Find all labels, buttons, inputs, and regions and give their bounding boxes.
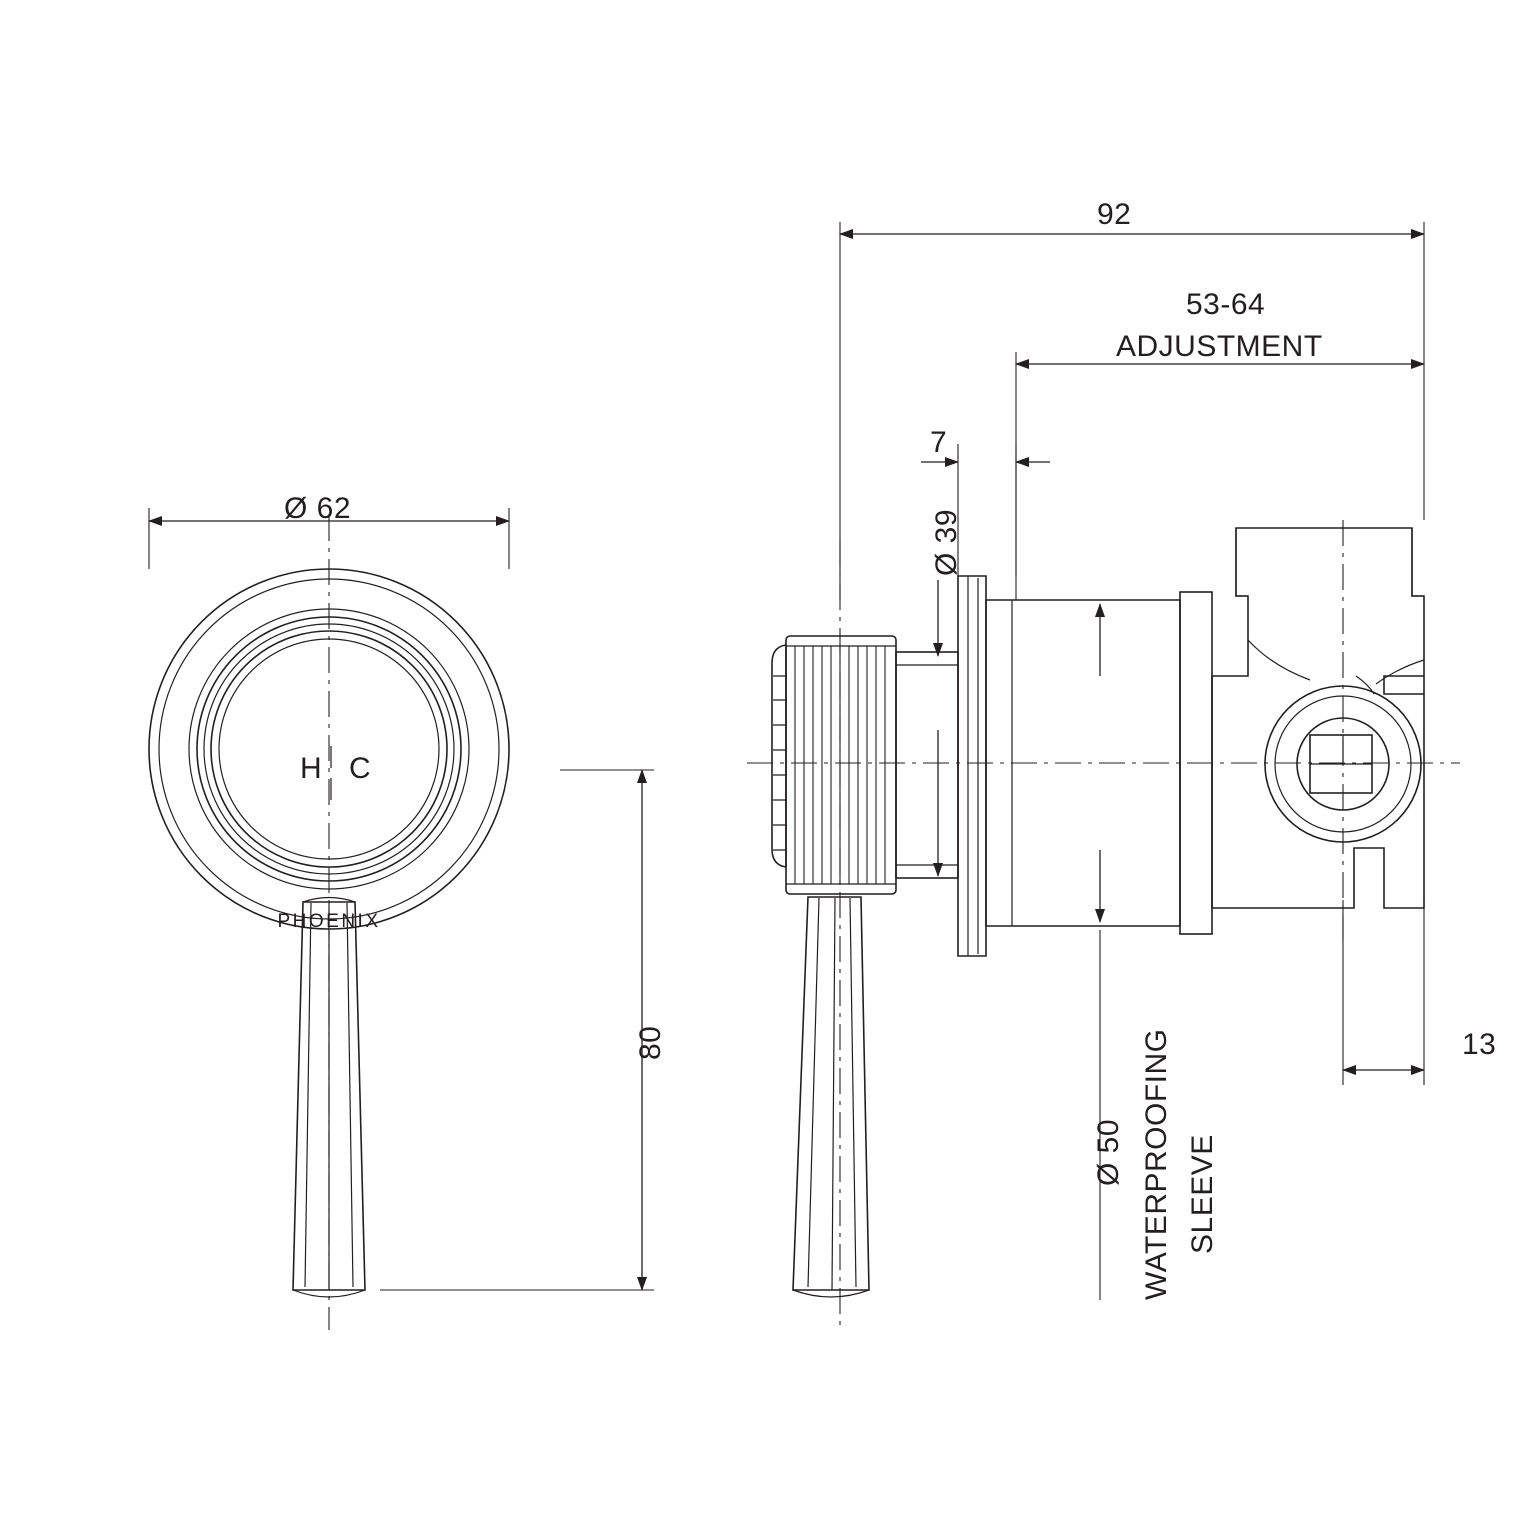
label-sleeve-diameter: Ø 50	[1092, 1118, 1125, 1186]
hot-cold-marking: H C	[300, 746, 371, 800]
handle-cap-inner	[218, 638, 440, 860]
label-body-depth: 13	[1462, 1028, 1497, 1061]
label-adjustment-value: 53-64	[1186, 288, 1266, 321]
svg-text:C: C	[349, 752, 371, 785]
valve-cartridge	[1264, 685, 1422, 843]
label-spindle-diameter: Ø 39	[930, 508, 963, 576]
lever-handle-front	[292, 896, 366, 1298]
dimension-overall-depth	[839, 222, 1425, 600]
escutcheon-ring-4	[196, 616, 462, 882]
dimension-handle-height	[380, 769, 654, 1291]
label-handle-height: 80	[634, 1025, 667, 1060]
handle-cap-outer	[210, 630, 448, 868]
label-face-diameter: Ø 62	[284, 492, 352, 525]
spindle-collar	[895, 651, 959, 879]
dimension-plate-thickness	[921, 444, 1050, 576]
dimension-body-depth	[1342, 900, 1425, 1085]
label-overall-depth: 92	[1097, 198, 1132, 231]
label-adjustment-text: ADJUSTMENT	[1116, 330, 1323, 363]
knurled-cap	[771, 635, 897, 895]
side-section-view	[747, 222, 1460, 1330]
label-sleeve-text-line1: WATERPROOFING	[1140, 1028, 1173, 1301]
svg-text:H: H	[300, 752, 322, 785]
escutcheon-ring-5	[203, 623, 455, 875]
dimension-adjustment	[1015, 352, 1425, 600]
label-sleeve-text-line2: SLEEVE	[1186, 1134, 1219, 1254]
valve-body	[1211, 527, 1425, 909]
label-plate-thickness: 7	[930, 426, 948, 459]
escutcheon-plate-side	[957, 575, 987, 957]
escutcheon-ring-3	[188, 608, 470, 890]
lever-handle-side	[792, 896, 870, 1298]
front-elevation-view: H C PHOENIX	[148, 508, 654, 1330]
dimension-face-diameter	[148, 508, 510, 569]
